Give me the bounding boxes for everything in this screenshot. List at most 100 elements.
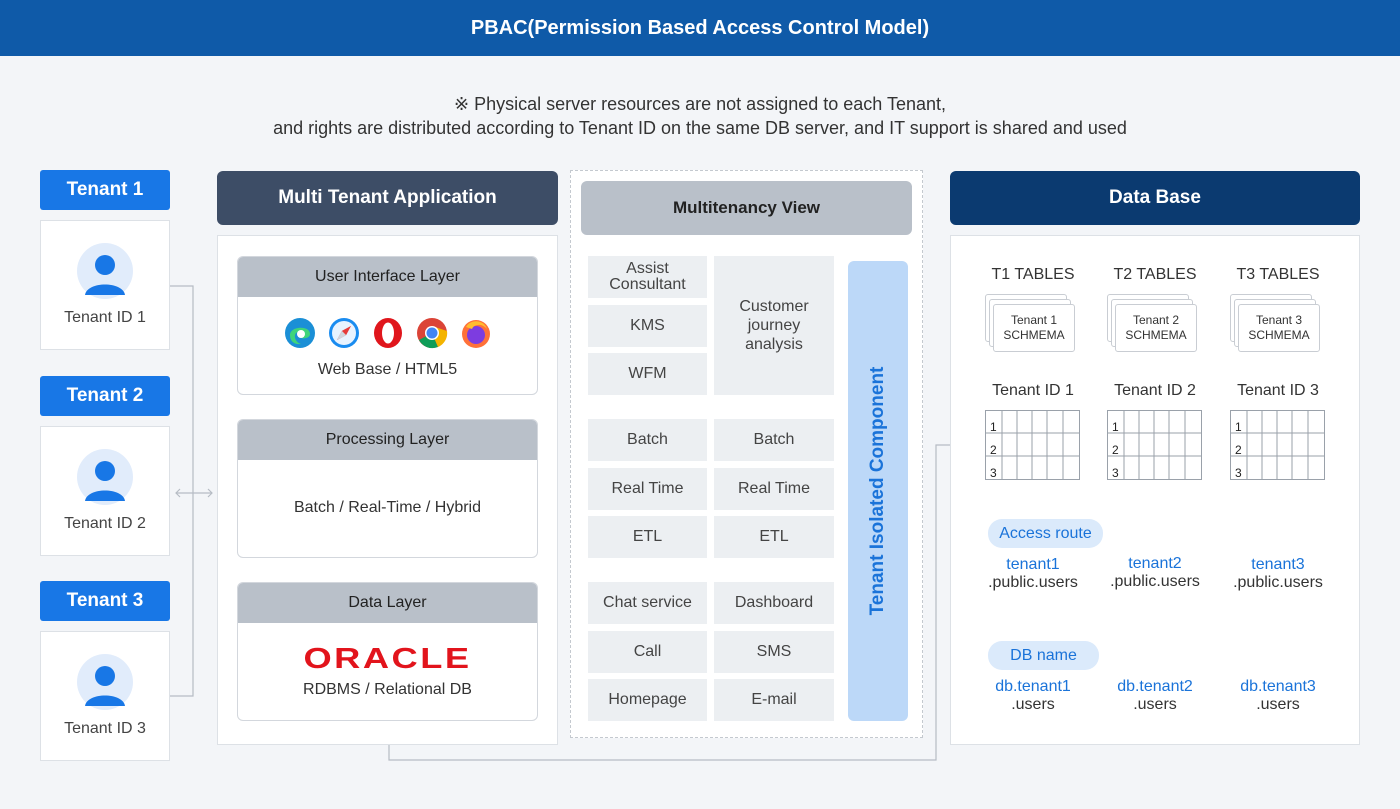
tenant-grid-2 xyxy=(1107,410,1202,480)
tenant-tab-1: Tenant 1 xyxy=(40,170,170,210)
view-cell: Assist Consultant xyxy=(588,256,707,298)
route-path: .public.users xyxy=(1110,573,1200,590)
isolated-component-label: Tenant Isolated Component xyxy=(867,366,888,616)
safari-icon xyxy=(328,318,359,348)
route-tenant: tenant2 xyxy=(1128,555,1182,572)
table-group-title: T2 TABLES xyxy=(1113,266,1197,283)
tenant-card-1: Tenant ID 1 xyxy=(40,220,170,350)
route-label-1: tenant1 .public.users xyxy=(968,556,1098,592)
tenant-bracket-line xyxy=(170,285,194,697)
view-cell: Customer journey analysis xyxy=(714,256,834,395)
view-cell: Real Time xyxy=(714,468,834,510)
db-name-value: db.tenant2 xyxy=(1117,678,1193,695)
tenant-id-title: Tenant ID 1 xyxy=(992,382,1074,399)
data-layer-caption: RDBMS / Relational DB xyxy=(303,681,472,698)
grid-row-number: 1 xyxy=(990,420,997,434)
view-cell: Chat service xyxy=(588,582,707,624)
route-path: .public.users xyxy=(988,574,1078,591)
oracle-logo: ORACLE xyxy=(303,643,472,675)
tenant-id-label: Tenant ID 1 xyxy=(64,309,146,326)
grid-row-number: 2 xyxy=(1235,443,1242,457)
schema-card-line: SCHMEMA xyxy=(1248,328,1310,342)
processing-layer-caption: Batch / Real-Time / Hybrid xyxy=(293,499,481,516)
db-name-pill: DB name xyxy=(988,641,1099,670)
description-note: ※ Physical server resources are not assi… xyxy=(0,92,1400,140)
tenant-tab-3: Tenant 3 xyxy=(40,581,170,621)
app-panel-title: Multi Tenant Application xyxy=(217,171,558,225)
view-cell: ETL xyxy=(714,516,834,558)
tenant-tab-2: Tenant 2 xyxy=(40,376,170,416)
grid-row-number: 1 xyxy=(1235,420,1242,434)
table-group-title: T3 TABLES xyxy=(1236,266,1320,283)
view-cell: Dashboard xyxy=(714,582,834,624)
tenant-id-label: Tenant ID 2 xyxy=(64,515,146,532)
route-tenant: tenant3 xyxy=(1251,556,1305,573)
schema-card-line: SCHMEMA xyxy=(1003,328,1065,342)
db-name-table: .users xyxy=(1011,696,1055,713)
note-line-1: ※ Physical server resources are not assi… xyxy=(453,94,946,114)
edge-icon xyxy=(284,318,315,348)
note-line-2: and rights are distributed according to … xyxy=(273,118,1127,138)
data-layer: Data Layer ORACLE RDBMS / Relational DB xyxy=(237,582,538,721)
schema-card: Tenant 1 SCHMEMA xyxy=(993,304,1075,352)
route-label-3: tenant3 .public.users xyxy=(1213,556,1343,592)
tenant-id-title: Tenant ID 3 xyxy=(1237,382,1319,399)
db-panel-title: Data Base xyxy=(950,171,1360,225)
view-cell: E-mail xyxy=(714,679,834,721)
schema-card: Tenant 3 SCHMEMA xyxy=(1238,304,1320,352)
grid-row-numbers: 1 2 3 xyxy=(1112,416,1119,485)
user-icon xyxy=(77,654,133,710)
view-panel-title: Multitenancy View xyxy=(581,181,912,235)
grid-row-number: 3 xyxy=(990,466,997,480)
schema-card-line: Tenant 1 xyxy=(1010,313,1058,327)
db-name-label-2: db.tenant2 .users xyxy=(1090,678,1220,714)
view-cell: KMS xyxy=(588,305,707,347)
ui-layer: User Interface Layer We xyxy=(237,256,538,395)
firefox-icon xyxy=(461,320,490,348)
db-name-value: db.tenant1 xyxy=(995,678,1071,695)
user-icon xyxy=(77,243,133,299)
processing-layer-title: Processing Layer xyxy=(238,420,537,460)
view-cell: ETL xyxy=(588,516,707,558)
tenant-grid-3 xyxy=(1230,410,1325,480)
schema-card: Tenant 2 SCHMEMA xyxy=(1115,304,1197,352)
grid-row-numbers: 1 2 3 xyxy=(990,416,997,485)
db-name-value: db.tenant3 xyxy=(1240,678,1316,695)
schema-card-line: Tenant 3 xyxy=(1255,313,1303,327)
view-cell: SMS xyxy=(714,631,834,673)
view-cell: Batch xyxy=(714,419,834,461)
view-cell: Real Time xyxy=(588,468,707,510)
processing-layer: Processing Layer Batch / Real-Time / Hyb… xyxy=(237,419,538,558)
grid-row-number: 1 xyxy=(1112,420,1119,434)
route-tenant: tenant1 xyxy=(1006,556,1060,573)
db-name-table: .users xyxy=(1133,696,1177,713)
opera-icon xyxy=(373,318,402,348)
data-layer-title: Data Layer xyxy=(238,583,537,623)
route-label-2: tenant2 .public.users xyxy=(1090,555,1220,591)
browser-icons xyxy=(238,317,537,349)
chrome-icon xyxy=(416,318,447,349)
tenant-id-label: Tenant ID 3 xyxy=(64,720,146,737)
tenant-id-title: Tenant ID 2 xyxy=(1114,382,1196,399)
view-cell: Batch xyxy=(588,419,707,461)
view-cell: Homepage xyxy=(588,679,707,721)
db-name-table: .users xyxy=(1256,696,1300,713)
view-cell: WFM xyxy=(588,353,707,395)
schema-card-line: SCHMEMA xyxy=(1125,328,1187,342)
user-icon xyxy=(77,449,133,505)
db-name-label-1: db.tenant1 .users xyxy=(968,678,1098,714)
tenant-card-3: Tenant ID 3 xyxy=(40,631,170,761)
table-group-title: T1 TABLES xyxy=(991,266,1075,283)
grid-row-numbers: 1 2 3 xyxy=(1235,416,1242,485)
db-name-label-3: db.tenant3 .users xyxy=(1213,678,1343,714)
tenant-card-2: Tenant ID 2 xyxy=(40,426,170,556)
page-title: PBAC(Permission Based Access Control Mod… xyxy=(0,0,1400,56)
grid-row-number: 3 xyxy=(1235,466,1242,480)
grid-row-number: 2 xyxy=(990,443,997,457)
grid-row-number: 3 xyxy=(1112,466,1119,480)
ui-layer-title: User Interface Layer xyxy=(238,257,537,297)
tenant-grid-1 xyxy=(985,410,1080,480)
route-path: .public.users xyxy=(1233,574,1323,591)
access-route-pill: Access route xyxy=(988,519,1103,548)
data-to-db-line xyxy=(388,444,950,761)
